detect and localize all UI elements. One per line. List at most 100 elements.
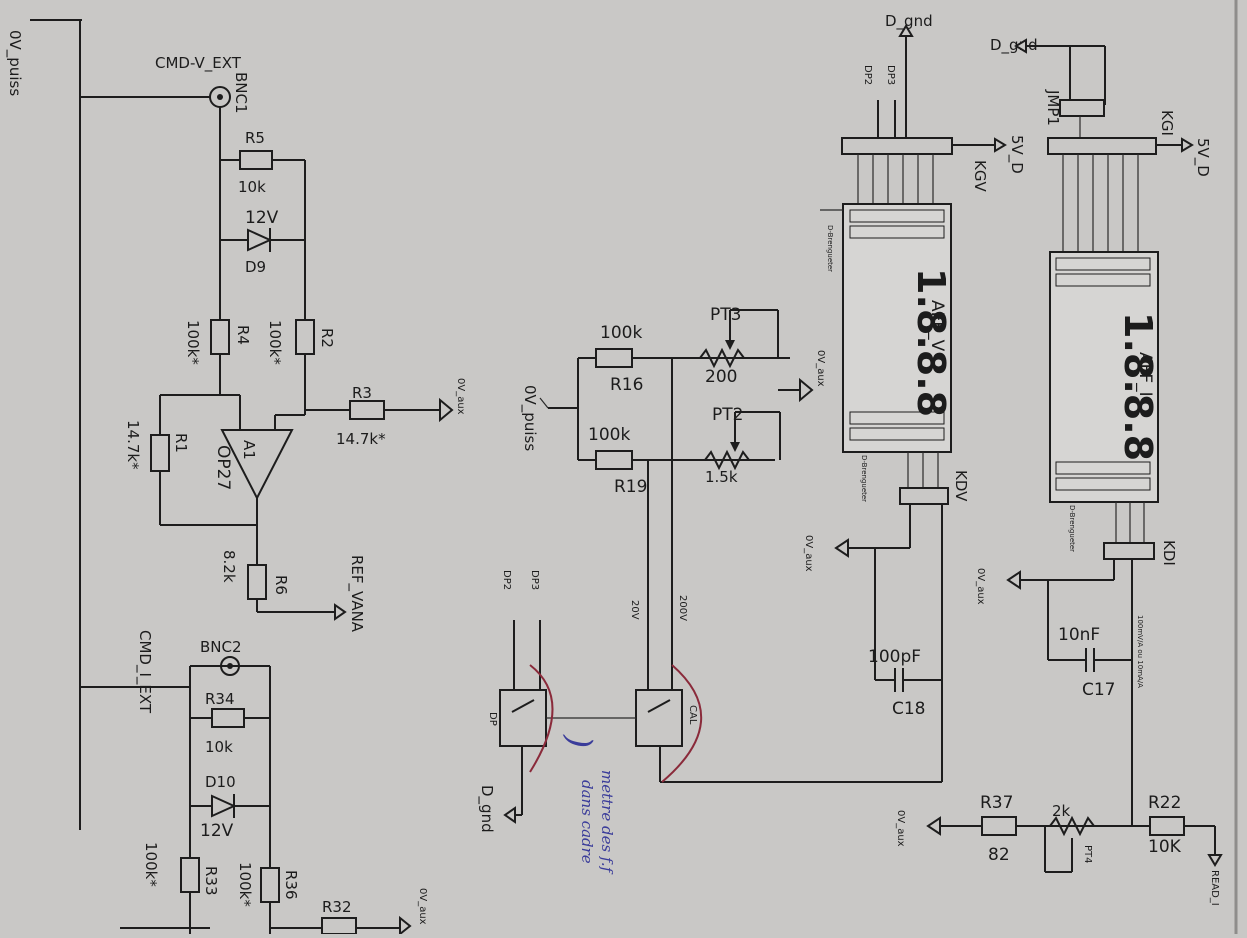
- net-0v-puiss: 0V_puiss: [5, 30, 24, 96]
- aff-v-display-digits: 1.8.8.8: [909, 268, 953, 417]
- r5-label: R5: [245, 129, 265, 147]
- r2-label: R2: [318, 328, 336, 348]
- kdv-label: KDV: [952, 470, 970, 502]
- ground-aux-icon-3: [799, 377, 814, 403]
- net-0v-aux-2: 0V_aux: [417, 888, 428, 925]
- middle-circuit: 0V_puiss 100k R16 100k R19 PT3 200 PT2 1…: [477, 305, 943, 875]
- switch-dp-label: DP: [487, 712, 498, 726]
- r32-label: R32: [322, 898, 352, 916]
- kdv-header: [899, 487, 949, 505]
- a1-value: OP27: [213, 445, 233, 490]
- aff-i-module: [1049, 251, 1159, 503]
- r32-resistor: [321, 917, 357, 935]
- kdi-header: [1103, 542, 1155, 560]
- d10-value: 12V: [200, 821, 234, 841]
- net-dp2-top: DP2: [862, 65, 873, 85]
- net-ref-vana: REF_VANA: [347, 555, 366, 633]
- pt2-value: 1.5k: [705, 468, 738, 486]
- r37-label: R37: [980, 793, 1013, 813]
- left-circuit: 0V_puiss CMD-V_EXT BNC1 R5 10k 12V D9 R4…: [5, 19, 466, 937]
- net-0v-aux-6: 0V_aux: [895, 810, 906, 847]
- bnc2-label: BNC2: [200, 638, 242, 656]
- net-0v-aux-5: 0V_aux: [975, 568, 986, 605]
- d9-label: D9: [245, 258, 266, 276]
- pt4-value: 2k: [1052, 802, 1071, 820]
- switch-20v-label: 20V: [629, 600, 640, 620]
- pt3-label: PT3: [710, 305, 741, 325]
- ground-aux-icon: [439, 397, 454, 423]
- r6-value: 8.2k: [220, 550, 238, 583]
- aff-i-label: AFF_I: [1135, 352, 1155, 397]
- r1-resistor: [150, 434, 170, 472]
- c18-value: 100pF: [868, 647, 921, 667]
- bnc1-label: BNC1: [232, 72, 250, 114]
- display-aff-i: D_gnd JMP1 KGI 5V_D 1.8.8.8 AFF_I D-Bren…: [895, 36, 1223, 906]
- switch-cal: [635, 689, 683, 747]
- c17-value: 10nF: [1058, 625, 1100, 645]
- r4-label: R4: [234, 325, 252, 345]
- r16-resistor: [595, 348, 633, 368]
- pt4-label: PT4: [1082, 845, 1093, 864]
- display-aff-v: D_gnd DP2 DP3 KGV 5V_D 1.8.8.8 AFF_V D-B…: [803, 12, 1026, 719]
- net-d-gnd-top: D_gnd: [885, 12, 933, 31]
- net-0v-aux-4: 0V_aux: [803, 535, 814, 572]
- red-pen-mark-2: [661, 664, 703, 783]
- r22-label: R22: [1148, 793, 1181, 813]
- net-dp3-top: DP3: [885, 65, 896, 85]
- net-0v-puiss-2: 0V_puiss: [520, 385, 539, 451]
- shunt-note: 100mV/A ou 10mA/A: [1136, 615, 1144, 688]
- kgi-header: [1047, 137, 1157, 155]
- jmp1-label: JMP1: [1044, 89, 1062, 126]
- switch-dp: [499, 689, 547, 747]
- r36-label: R36: [282, 870, 300, 900]
- pt3-value: 200: [705, 367, 737, 387]
- r2-value: 100k*: [266, 320, 284, 365]
- handwriting-line-1: mettre des f.f: [598, 770, 616, 875]
- kgi-label: KGI: [1158, 110, 1176, 136]
- ground-aux-icon-2: [399, 915, 412, 937]
- c18-label: C18: [892, 699, 926, 719]
- r1-value: 14.7k*: [124, 420, 142, 470]
- r36-value: 100k*: [236, 862, 254, 907]
- r37-resistor: [981, 816, 1017, 836]
- r22-resistor: [1149, 816, 1185, 836]
- red-pen-mark: [529, 664, 554, 773]
- r3-resistor: [349, 400, 385, 420]
- net-0v-aux-3: 0V_aux: [815, 350, 826, 387]
- net-0v-aux-1: 0V_aux: [455, 378, 466, 415]
- r4-value: 100k*: [184, 320, 202, 365]
- r34-value: 10k: [205, 738, 233, 756]
- net-read-i: READ_I: [1209, 870, 1220, 906]
- net-dp2: DP2: [501, 570, 512, 590]
- r33-resistor: [180, 857, 200, 893]
- r19-resistor: [595, 450, 633, 470]
- kgv-label: KGV: [971, 160, 989, 192]
- handwriting-bracket: ): [559, 734, 599, 748]
- aff-i-dip-note: D-Brengueter: [1068, 505, 1076, 552]
- net-5v-d-kgv: 5V_D: [1007, 135, 1026, 174]
- r34-label: R34: [205, 690, 235, 708]
- ref-arrow-icon: [334, 603, 347, 621]
- r19-label: R19: [614, 477, 647, 497]
- r34-resistor: [211, 708, 245, 728]
- switch-cal-label: CAL: [687, 705, 698, 725]
- aff-v-module: [842, 203, 952, 453]
- aff-v-label: AFF_V: [927, 300, 947, 352]
- jmp1-header: [1059, 99, 1105, 117]
- r33-label: R33: [202, 866, 220, 896]
- a1-label: A1: [240, 440, 258, 460]
- r22-value: 10K: [1148, 837, 1182, 857]
- pt2-label: PT2: [712, 405, 743, 425]
- r16-value: 100k: [600, 323, 642, 343]
- r36-resistor: [260, 867, 280, 903]
- aff-v-dip-note-bottom: D-Brengueter: [860, 455, 868, 502]
- kdi-label: KDI: [1160, 540, 1178, 566]
- r37-value: 82: [988, 845, 1010, 865]
- net-cmd-i-ext: CMD_I_EXT: [135, 630, 154, 714]
- net-cmd-v-ext: CMD-V_EXT: [155, 54, 242, 73]
- d9-value: 12V: [245, 208, 279, 228]
- net-dp3: DP3: [529, 570, 540, 590]
- handwriting-line-2: dans cadre: [578, 780, 596, 864]
- c17-label: C17: [1082, 680, 1116, 700]
